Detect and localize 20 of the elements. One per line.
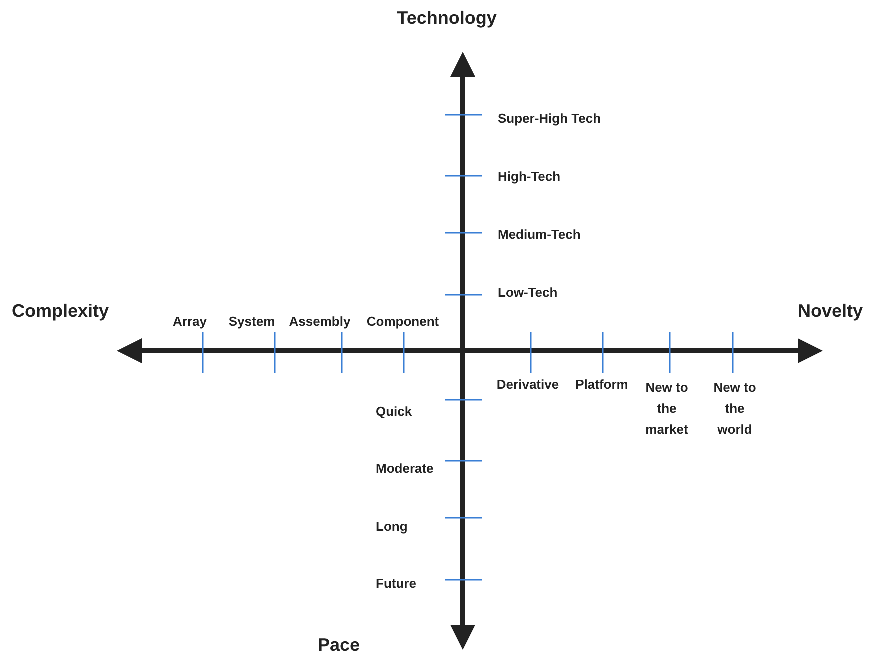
tick-label: Super-High Tech (498, 110, 602, 128)
tick-label: Medium-Tech (498, 226, 581, 244)
tick-label: New to the market (644, 379, 690, 439)
tick-label: Assembly (289, 313, 351, 331)
tick-label: Moderate (376, 460, 434, 478)
tick-label: Component (366, 313, 440, 331)
tick-label: Future (376, 575, 416, 593)
tick-label: Quick (376, 403, 412, 421)
tick-label: Derivative (496, 376, 560, 394)
tick-label: Array (173, 313, 207, 331)
tick-label: Platform (576, 376, 628, 394)
tick-label: Low-Tech (498, 284, 558, 302)
tick-label: Long (376, 518, 408, 536)
tick-label: New to the world (712, 379, 758, 439)
axis-title: Complexity (12, 300, 110, 322)
tick-label: High-Tech (498, 168, 561, 186)
axis-title: Novelty (798, 300, 864, 322)
tick-label: System (228, 313, 276, 331)
axis-title: Technology (397, 7, 497, 29)
axis-title: Pace (318, 634, 360, 656)
